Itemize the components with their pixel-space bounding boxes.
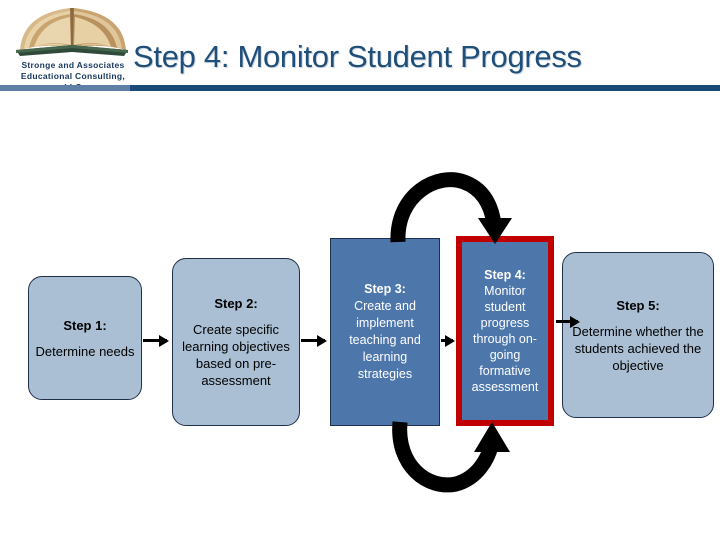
- page-title: Step 4: Monitor Student Progress: [133, 39, 582, 74]
- open-book-icon: [16, 8, 128, 56]
- step-4-label: Step 4:: [484, 268, 526, 282]
- flow-step-5[interactable]: Step 5: Determine whether the students a…: [562, 252, 714, 418]
- connector-arrow-step3-step4: [441, 334, 455, 347]
- connector-arrow-step4-step5: [556, 315, 580, 328]
- company-logo: Stronge and Associates Educational Consu…: [8, 4, 138, 93]
- step-3-label: Step 3:: [364, 282, 406, 296]
- flow-step-3[interactable]: Step 3: Create and implement teaching an…: [330, 238, 440, 426]
- step-5-label: Step 5:: [616, 297, 660, 313]
- step-1-label: Step 1:: [63, 317, 107, 333]
- curved-arrow-bottom-step3-step4: [392, 421, 510, 493]
- curved-arrow-top-step3-step4: [390, 172, 512, 244]
- step-4-body: Monitor student progress through on-goin…: [471, 284, 539, 394]
- title-divider-rule: [0, 85, 720, 91]
- step-1-body: Determine needs: [35, 343, 135, 359]
- step-5-body: Determine whether the students achieved …: [572, 323, 704, 373]
- step-2-label: Step 2:: [214, 296, 258, 311]
- step-3-body: Create and implement teaching and learni…: [349, 299, 421, 381]
- step-2-body: Create specific learning objectives base…: [182, 322, 290, 388]
- flow-step-2[interactable]: Step 2: Create specific learning objecti…: [172, 258, 300, 426]
- connector-arrow-step1-step2: [143, 334, 169, 347]
- flow-step-4[interactable]: Step 4: Monitor student progress through…: [456, 236, 554, 426]
- connector-arrow-step2-step3: [301, 334, 327, 347]
- flow-step-1[interactable]: Step 1: Determine needs: [28, 276, 142, 400]
